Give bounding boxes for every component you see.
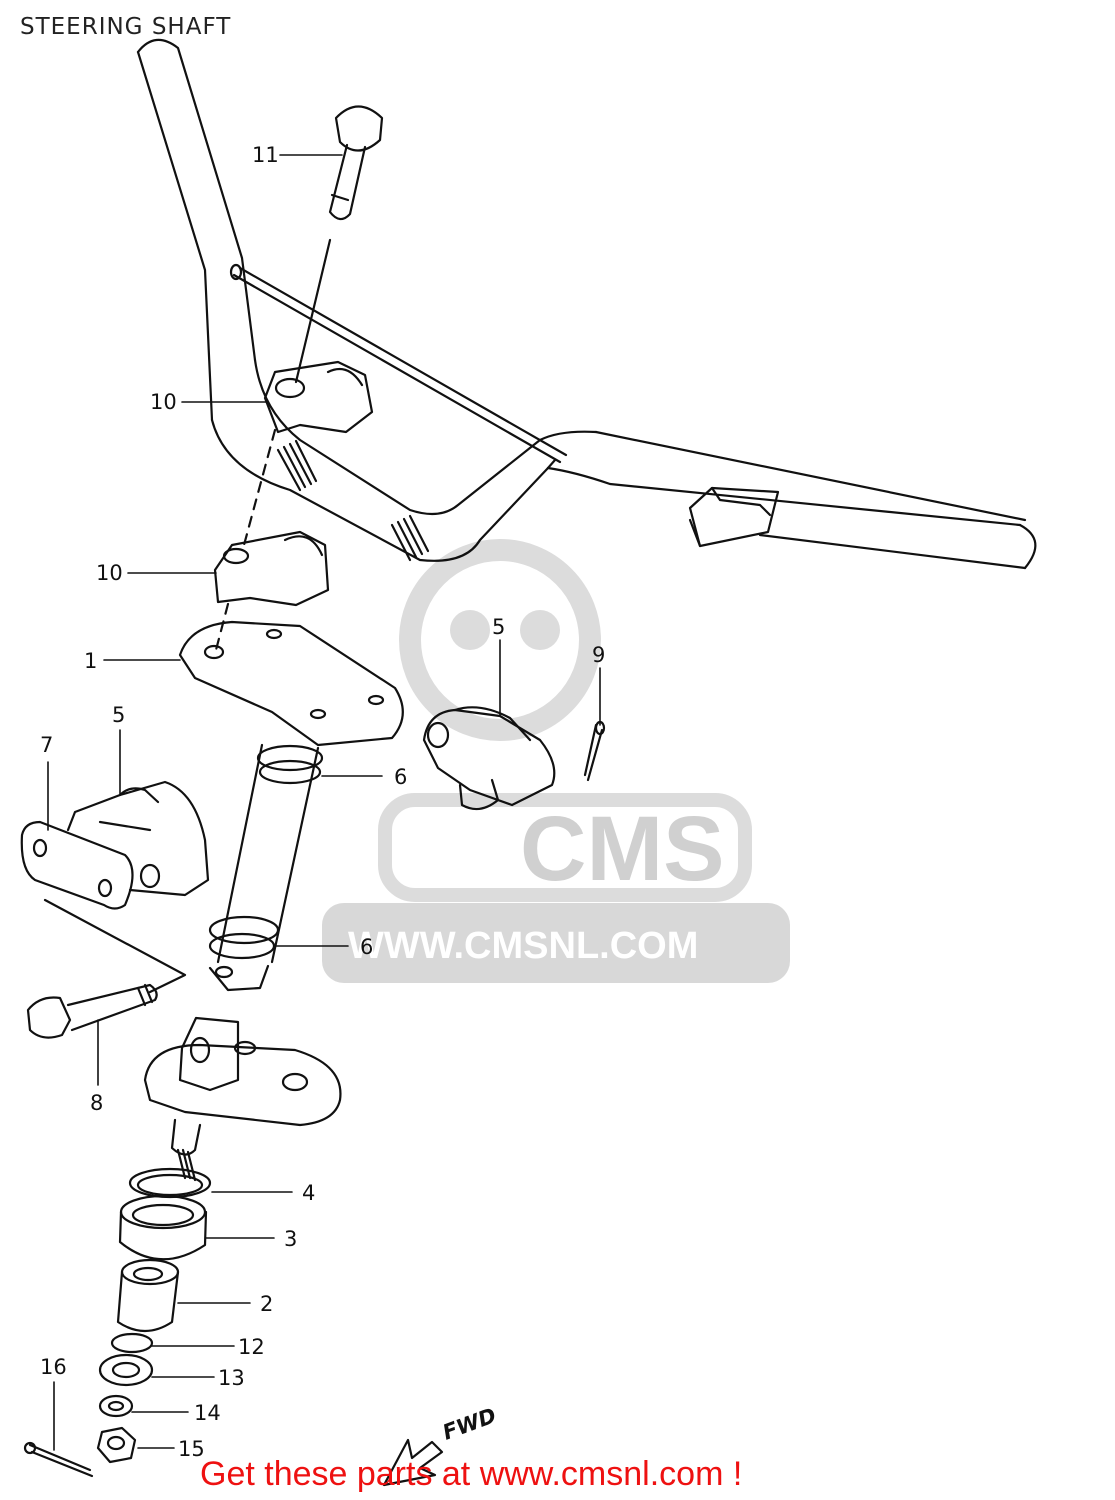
- page-title: STEERING SHAFT: [20, 14, 232, 40]
- callout-11: 11: [252, 143, 279, 167]
- callout-6-lower: 6: [360, 935, 373, 959]
- bracket-5-left: [66, 780, 210, 897]
- bush-3: [118, 1194, 208, 1261]
- callout-10-lower: 10: [96, 561, 123, 585]
- callout-7: 7: [40, 733, 53, 757]
- callout-14: 14: [194, 1401, 221, 1425]
- callout-2: 2: [260, 1292, 273, 1316]
- plate-7: [20, 820, 134, 910]
- holder-lower-10: [213, 428, 330, 652]
- handlebar: [136, 38, 1037, 570]
- leader-lines: [47, 154, 601, 1451]
- watermark-brand: CMS: [520, 798, 724, 900]
- callout-13: 13: [218, 1366, 245, 1390]
- nut-15: [96, 1426, 137, 1464]
- callout-5-right: 5: [492, 615, 505, 639]
- ring-4: [128, 1167, 212, 1199]
- bracket-5-right: [422, 706, 556, 811]
- callout-8: 8: [90, 1091, 103, 1115]
- washer-14: [98, 1394, 134, 1418]
- washer-13: [98, 1353, 154, 1387]
- fwd-arrow: [382, 1438, 444, 1487]
- lower-shaft-assembly: [143, 1016, 342, 1182]
- callout-6-upper: 6: [394, 765, 407, 789]
- callout-15: 15: [178, 1437, 205, 1461]
- callout-12: 12: [238, 1335, 265, 1359]
- steering-plate-1: [178, 620, 404, 747]
- callout-1: 1: [84, 649, 97, 673]
- callout-16: 16: [40, 1355, 67, 1379]
- callout-4: 4: [302, 1181, 315, 1205]
- callout-9: 9: [592, 643, 605, 667]
- collar-2: [116, 1258, 180, 1333]
- cotter-pin-9: [583, 720, 606, 782]
- footer-parts-link[interactable]: Get these parts at www.cmsnl.com !: [200, 1455, 743, 1493]
- bolt-11: [294, 105, 384, 384]
- cms-watermark: CMS WWW.CMSNL.COM: [322, 539, 790, 983]
- fwd-label: FWD: [440, 1403, 500, 1444]
- bolt-8: [26, 898, 187, 1039]
- callout-10-upper: 10: [150, 390, 177, 414]
- steering-shaft: [208, 743, 324, 992]
- holder-upper-10: [263, 360, 374, 434]
- washer-12: [110, 1332, 154, 1354]
- watermark-url: WWW.CMSNL.COM: [348, 925, 698, 967]
- callout-3: 3: [284, 1227, 297, 1251]
- callout-labels: 11 10 10 1 7 5 5 9 6 6 8 4 3 2 12 13 14 …: [40, 143, 605, 1461]
- callout-5-left: 5: [112, 703, 125, 727]
- cotter-pin-16: [23, 1441, 94, 1478]
